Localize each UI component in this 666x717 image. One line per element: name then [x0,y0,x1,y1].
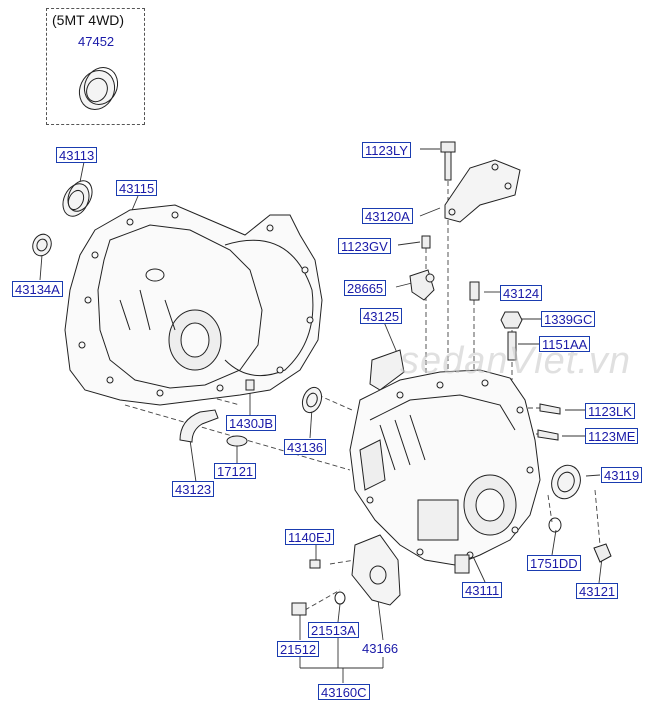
bolt-1123LK-drawing [539,403,561,415]
part-43136[interactable]: 43136 [284,439,327,455]
part-28665[interactable]: 28665 [344,280,387,296]
part-17121[interactable]: 17121 [214,463,257,479]
part-43113[interactable]: 43113 [56,147,98,163]
part-43119[interactable]: 43119 [601,467,643,483]
guide-43123-drawing [179,409,219,443]
part-43121[interactable]: 43121 [576,583,619,599]
part-1151AA[interactable]: 1151AA [539,336,591,352]
part-1123LK[interactable]: 1123LK [585,403,635,419]
plug-43121-drawing [593,543,612,563]
oring-21513A-drawing [334,591,346,605]
nut-1339GC-drawing [500,311,523,329]
part-1140EJ[interactable]: 1140EJ [285,529,335,545]
part-21513A[interactable]: 21513A [308,622,359,638]
part-1430JB[interactable]: 1430JB [226,415,277,431]
stud-1151AA-drawing [507,331,517,361]
part-1339GC[interactable]: 1339GC [541,311,596,327]
bolt-1140EJ-drawing [309,559,321,569]
part-43123[interactable]: 43123 [172,481,215,497]
part-43160C[interactable]: 43160C [318,684,370,700]
ring-17121-drawing [226,435,248,447]
part-47452[interactable]: 47452 [78,34,115,49]
seal-47452-drawing [78,67,119,110]
part-43134A[interactable]: 43134A [12,281,63,297]
pin-1430JB-drawing [245,379,255,391]
part-21512[interactable]: 21512 [277,641,320,657]
bracket-43120A-drawing [444,159,521,223]
clutch-housing-43115-drawing [64,204,323,406]
watermark: sedanViet.vn [400,340,632,382]
sensor-28665-drawing [409,269,435,301]
seal-43113-drawing [62,180,93,217]
bolt-1123ME-drawing [537,429,559,441]
part-43166[interactable]: 43166 [362,641,399,656]
switch-43124-drawing [469,281,480,301]
seal-43136-drawing [301,386,323,414]
part-43120A[interactable]: 43120A [362,208,413,224]
seal-43134A-drawing [32,233,52,257]
cover-43166-drawing [351,534,401,606]
part-1123GV[interactable]: 1123GV [338,238,391,254]
oring-1751DD-drawing [548,517,562,533]
transmission-case-43111-drawing [349,369,541,574]
part-43115[interactable]: 43115 [116,180,158,196]
part-1123ME[interactable]: 1123ME [585,428,639,444]
seal-43119-drawing [551,464,581,500]
part-1751DD[interactable]: 1751DD [527,555,581,571]
bolt-1123GV-drawing [421,235,431,249]
bolt-1123LY-drawing [440,141,456,181]
part-43111[interactable]: 43111 [462,582,503,598]
plate-43125-drawing [369,349,405,391]
part-1123LY[interactable]: 1123LY [362,142,411,158]
plug-21512-drawing [291,602,307,616]
part-43125[interactable]: 43125 [360,308,403,324]
inset-variant-note: (5MT 4WD) [52,12,125,28]
inset-box-5mt-4wd [46,8,145,125]
part-43124[interactable]: 43124 [500,285,543,301]
